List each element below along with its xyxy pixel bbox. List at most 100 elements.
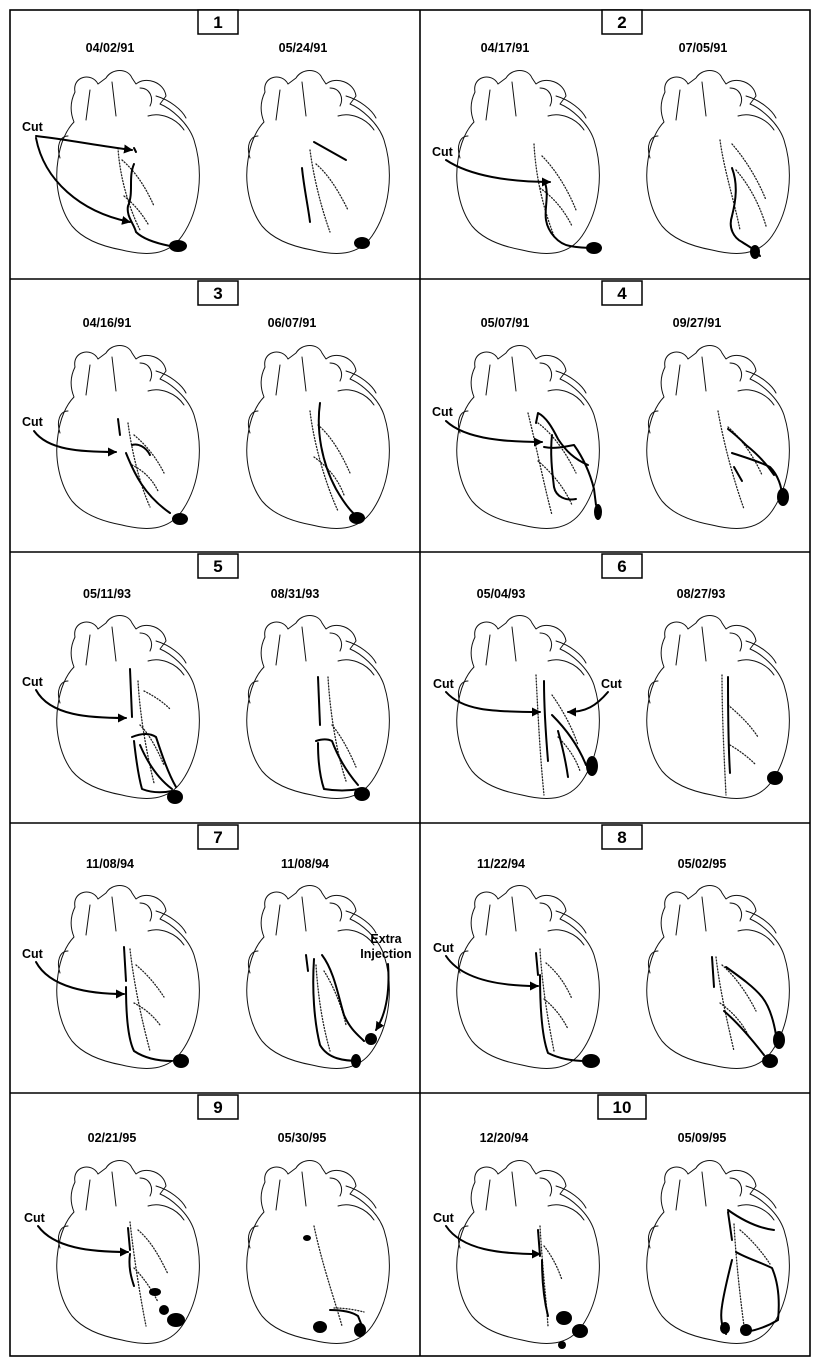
svg-text:10: 10 [613,1098,632,1117]
panel-10-heart-after [647,1161,790,1344]
panel-7-cut-label: Cut [22,947,44,961]
panel-7-injection-site-after [351,1054,361,1068]
panel-6-cut-arrow-right [568,692,608,712]
panel-3-cut-label: Cut [22,415,44,429]
panel-9-injection-site-before-2 [159,1305,169,1315]
panel-9-injection-site-after-1 [303,1235,311,1241]
panel-8-injection-site-before [582,1054,600,1068]
panel-9-injection-site-after-3 [354,1323,366,1337]
panel-1-cut-label: Cut [22,120,44,134]
panel-number-10: 10 [598,1095,646,1119]
panel-10-date-before: 12/20/94 [480,1131,529,1145]
panel-3-injection-site-after [349,512,365,524]
panel-4-cut-label: Cut [432,405,454,419]
panel-1-cut-arrow-upper [36,136,132,150]
svg-text:6: 6 [617,557,626,576]
panel-8-heart-after [647,886,790,1069]
svg-text:7: 7 [213,828,222,847]
panel-10-injection-site-before-2 [572,1324,588,1338]
panel-7-extra-label-line2: Injection [360,947,411,961]
panel-5-heart-after [247,616,390,799]
panel-3-heart-before [57,346,200,529]
panel-number-6: 6 [602,554,642,578]
panel-2-date-after: 07/05/91 [679,41,728,55]
panel-3-injection-site-before [172,513,188,525]
panel-4-date-before: 05/07/91 [481,316,530,330]
panel-6-date-before: 05/04/93 [477,587,526,601]
panel-10-injection-site-after-1 [720,1322,730,1334]
panel-3-date-before: 04/16/91 [83,316,132,330]
panel-7-date-before: 11/08/94 [86,857,134,871]
panel-7-cut-arrow [36,962,124,994]
panel-2-injection-site-before [586,242,602,254]
panel-8-injection-site-after-1 [773,1031,785,1049]
panel-7-extra-label-line1: Extra [370,932,402,946]
panel-number-7: 7 [198,825,238,849]
panel-2-injection-site-after [750,245,760,259]
panel-9-date-before: 02/21/95 [88,1131,137,1145]
svg-text:5: 5 [213,557,222,576]
panel-4-injection-site-after [777,488,789,506]
panel-7-heart-before [57,886,200,1069]
panel-number-9: 9 [198,1095,238,1119]
svg-text:9: 9 [213,1098,222,1117]
panel-3-date-after: 06/07/91 [268,316,317,330]
panel-9-date-after: 05/30/95 [278,1131,327,1145]
panel-1-heart-after [247,71,390,254]
panel-5-injection-site-before [167,790,183,804]
panel-9-cut-arrow [38,1226,128,1252]
panel-1-heart-before [57,71,200,254]
panel-3-cut-arrow [34,431,116,452]
panel-8-date-after: 05/02/95 [678,857,727,871]
panel-number-4: 4 [602,281,642,305]
panel-2-cut-label: Cut [432,145,454,159]
panel-4-injection-site-before [594,504,602,520]
panel-1-date-before: 04/02/91 [86,41,135,55]
panel-1-date-after: 05/24/91 [279,41,328,55]
panel-number-5: 5 [198,554,238,578]
panel-2-cut-arrow [446,160,550,182]
panel-9-cut-label: Cut [24,1211,46,1225]
panel-5-date-after: 08/31/93 [271,587,320,601]
panel-5-heart-before [57,616,200,799]
panel-number-8: 8 [602,825,642,849]
panel-10-injection-site-after-2 [740,1324,752,1336]
panel-7-extra-injection-site [365,1033,377,1045]
panel-6-cut-label-left: Cut [433,677,455,691]
panel-7-extra-injection-arrow [376,964,389,1030]
panel-7-injection-site-before [173,1054,189,1068]
panel-8-cut-label: Cut [433,941,455,955]
panel-6-date-after: 08/27/93 [677,587,726,601]
panel-6-cut-label-right: Cut [601,677,623,691]
panel-2-heart-after [647,71,790,257]
panel-1-cut-arrow-lower [36,138,130,222]
panel-9-injection-site-after-2 [313,1321,327,1333]
panel-5-cut-label: Cut [22,675,44,689]
panel-8-injection-site-after-2 [762,1054,778,1068]
panel-7-date-after: 11/08/94 [281,857,329,871]
panel-10-injection-site-before-1 [556,1311,572,1325]
panel-number-1: 1 [198,10,238,34]
panel-8-heart-before [457,886,600,1069]
panel-10-injection-site-before-3 [558,1341,566,1349]
panel-6-heart-after [647,616,790,799]
panel-4-heart-after [647,346,790,529]
panel-number-3: 3 [198,281,238,305]
svg-text:4: 4 [617,284,627,303]
panel-1-injection-site-after [354,237,370,249]
panel-8-date-before: 11/22/94 [477,857,525,871]
svg-text:3: 3 [213,284,222,303]
panel-5-injection-site-after [354,787,370,801]
svg-text:2: 2 [617,13,626,32]
panel-6-injection-site-before [586,756,598,776]
panel-10-heart-before [457,1161,600,1344]
panel-2-heart-before [457,71,600,254]
panel-2-date-before: 04/17/91 [481,41,530,55]
panel-4-date-after: 09/27/91 [673,316,722,330]
svg-text:1: 1 [213,13,222,32]
panel-6-heart-before [457,616,600,799]
panel-5-date-before: 05/11/93 [83,587,131,601]
panel-9-injection-site-before-1 [149,1288,161,1296]
panel-9-heart-after [247,1161,390,1344]
